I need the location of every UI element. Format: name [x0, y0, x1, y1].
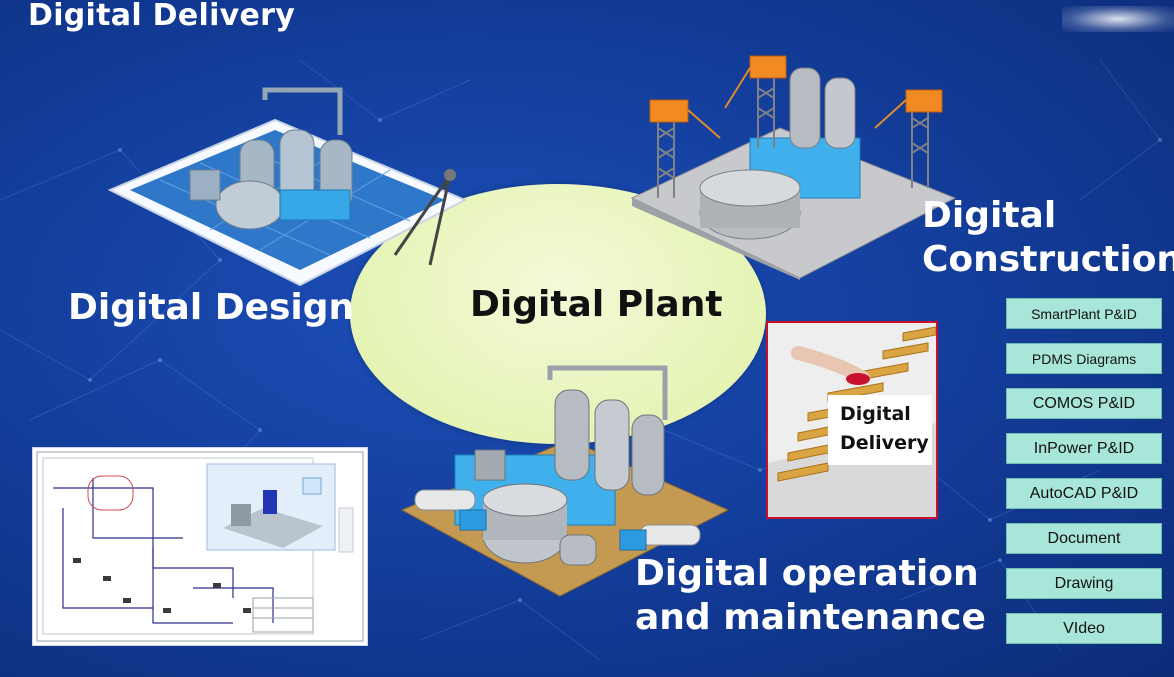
- delivery-label-line1: Digital: [840, 403, 911, 425]
- tool-comos-pid: COMOS P&ID: [1006, 388, 1162, 419]
- tool-inpower-pid: InPower P&ID: [1006, 433, 1162, 464]
- construction-label-line2: Construction: [922, 239, 1174, 280]
- tool-document: Document: [1006, 523, 1162, 554]
- digital-delivery-card: Digital Delivery: [766, 321, 938, 519]
- operation-label-line2: and maintenance: [635, 597, 986, 638]
- delivery-label-line2: Delivery: [840, 432, 929, 454]
- pid-drawing: [36, 451, 364, 642]
- tool-pdms-diagrams: PDMS Diagrams: [1006, 343, 1162, 374]
- operation-label-line1: Digital operation: [635, 553, 979, 594]
- page-title: Digital Delivery: [28, 0, 296, 33]
- pid-screenshot-thumbnail: [32, 447, 368, 646]
- digital-plant-label: Digital Plant: [470, 284, 723, 325]
- design-blueprint-illustration: [107, 87, 468, 287]
- digital-delivery-label: Digital Delivery: [828, 395, 932, 465]
- operation-plant-illustration: [400, 365, 730, 597]
- digital-construction-label: Digital Construction: [922, 194, 1174, 282]
- digital-operation-label: Digital operation and maintenance: [635, 552, 986, 640]
- construction-label-line1: Digital: [922, 195, 1057, 236]
- digital-design-label: Digital Design: [68, 287, 355, 328]
- tool-video: VIdeo: [1006, 613, 1162, 644]
- construction-site-illustration: [630, 55, 957, 280]
- corner-glow: [1062, 6, 1174, 32]
- tool-autocad-pid: AutoCAD P&ID: [1006, 478, 1162, 509]
- tool-drawing: Drawing: [1006, 568, 1162, 599]
- tool-smartplant-pid: SmartPlant P&ID: [1006, 298, 1162, 329]
